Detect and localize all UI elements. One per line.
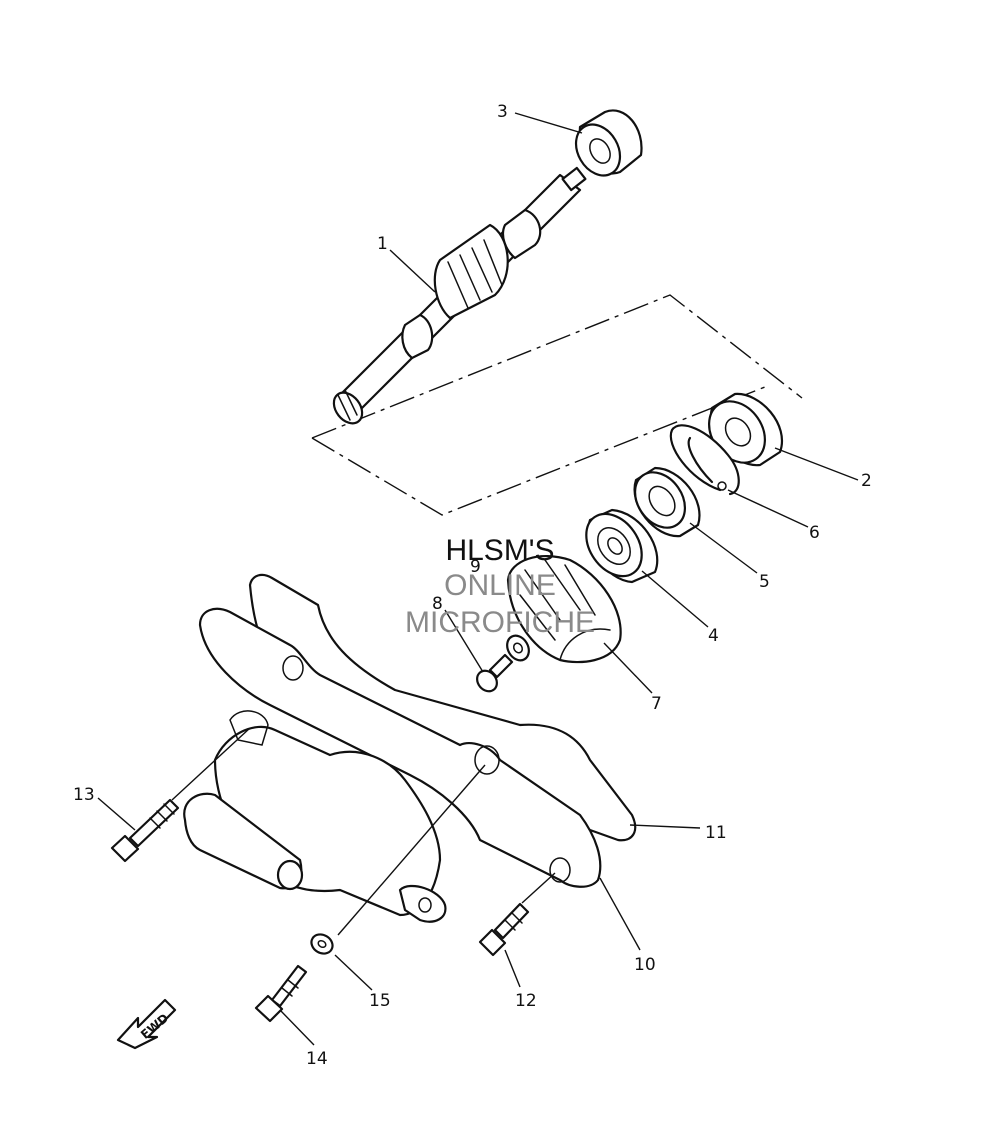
- part-6-circlip[interactable]: [669, 424, 740, 496]
- callout-6: 6: [809, 523, 820, 543]
- part-3-bearing[interactable]: [567, 109, 643, 183]
- callout-9: 9: [470, 557, 481, 577]
- callout-labels: 1 2 3 4 5 6 7 8 9 10 11 12 13 14 15: [73, 102, 872, 1069]
- watermark-line-3: MICROFICHE: [405, 606, 595, 639]
- part-10-pump-cover[interactable]: [198, 607, 602, 888]
- forward-arrow-icon: FWD: [116, 998, 177, 1050]
- part-12-bolt[interactable]: [478, 902, 530, 957]
- part-1-shaft[interactable]: [328, 166, 587, 429]
- watermark-line-1: HLSM'S: [445, 534, 554, 567]
- callout-15: 15: [369, 991, 391, 1011]
- watermark: HLSM'S ONLINE MICROFICHE: [405, 534, 595, 639]
- part-15-washer[interactable]: [308, 931, 336, 958]
- assembly-bracket-line: [311, 294, 803, 516]
- callout-8: 8: [432, 594, 443, 614]
- callout-13: 13: [73, 785, 95, 805]
- leader-lines: [97, 112, 859, 1046]
- callout-4: 4: [708, 626, 719, 646]
- callout-1: 1: [377, 234, 388, 254]
- callout-10: 10: [634, 955, 656, 975]
- part-8-bolt[interactable]: [473, 653, 514, 695]
- callout-11: 11: [705, 823, 727, 843]
- callout-3: 3: [497, 102, 508, 122]
- part-9-washer[interactable]: [503, 632, 533, 665]
- part-2-bearing[interactable]: [698, 391, 783, 474]
- callout-7: 7: [651, 694, 662, 714]
- callout-14: 14: [306, 1049, 328, 1069]
- pump-housing: [183, 710, 447, 923]
- part-7-impeller[interactable]: [506, 555, 622, 664]
- part-14-bolt[interactable]: [254, 964, 308, 1023]
- part-5-seal[interactable]: [625, 463, 701, 538]
- part-4-mechanical-seal[interactable]: [575, 503, 659, 586]
- callout-5: 5: [759, 572, 770, 592]
- part-13-bolt[interactable]: [110, 798, 180, 863]
- callout-12: 12: [515, 991, 537, 1011]
- watermark-line-2: ONLINE: [444, 569, 556, 602]
- callout-2: 2: [861, 471, 872, 491]
